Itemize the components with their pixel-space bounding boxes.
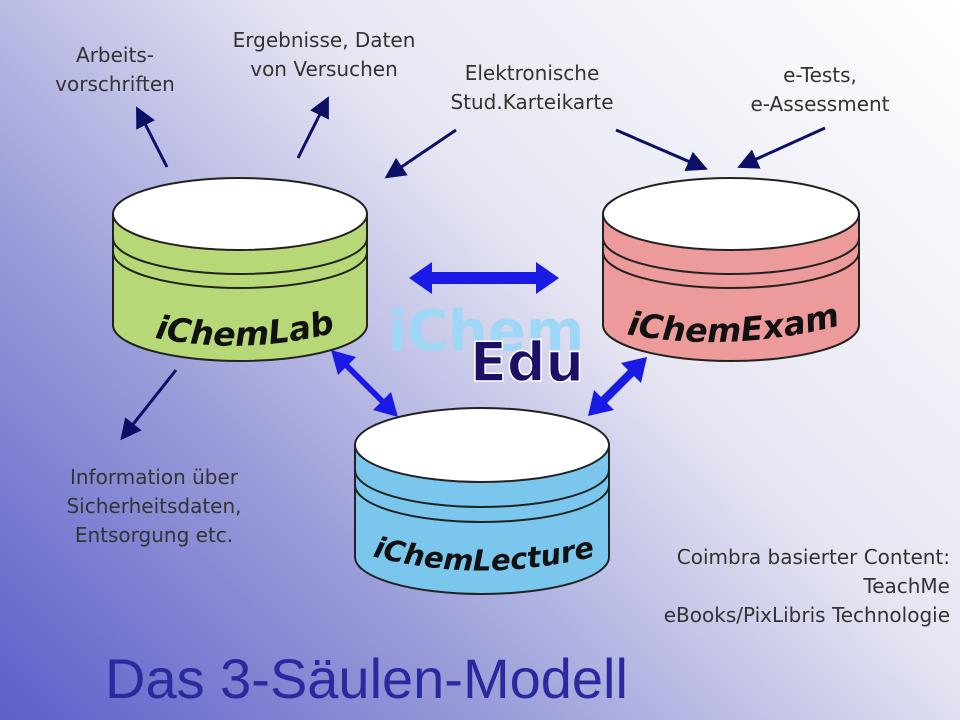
label-arbeitsvorschriften: Arbeits- vorschriften [55, 43, 175, 96]
label-elektronische-karteikarte: Elektronische Stud.Karteikarte [450, 61, 614, 114]
double-arrow-lab-lecture [331, 350, 398, 417]
double-arrow-exam-lecture [588, 357, 647, 416]
label-coimbra-content: Coimbra basierter Content: TeachMe eBook… [663, 545, 950, 627]
logo-ichem-text: iChem [388, 299, 585, 364]
label-etests: e-Tests, e-Assessment [750, 63, 890, 116]
arrow-to-arbeitsvorschriften [136, 106, 169, 168]
page-title: Das 3-Säulen-Modell [105, 647, 628, 710]
label-ergebnisse: Ergebnisse, Daten von Versuchen [232, 28, 416, 81]
double-arrow-lab-exam [409, 262, 559, 294]
pillar-ichemlab[interactable]: iChemLab [112, 177, 368, 362]
arrow-from-elektronische [384, 128, 457, 179]
arrow-to-ergebnisse [296, 96, 329, 159]
pillar-ichemexam[interactable]: iChemExam [602, 177, 860, 362]
label-information: Information über Sicherheitsdaten, Entso… [66, 465, 242, 547]
arrow-to-information [120, 369, 178, 441]
pillar-ichemlecture[interactable]: iChemLecture [354, 407, 610, 595]
arrow-etests-to-exam [737, 126, 826, 169]
logo-edu-text: Edu [470, 331, 584, 394]
arrow-elektronische-to-exam [615, 128, 708, 171]
